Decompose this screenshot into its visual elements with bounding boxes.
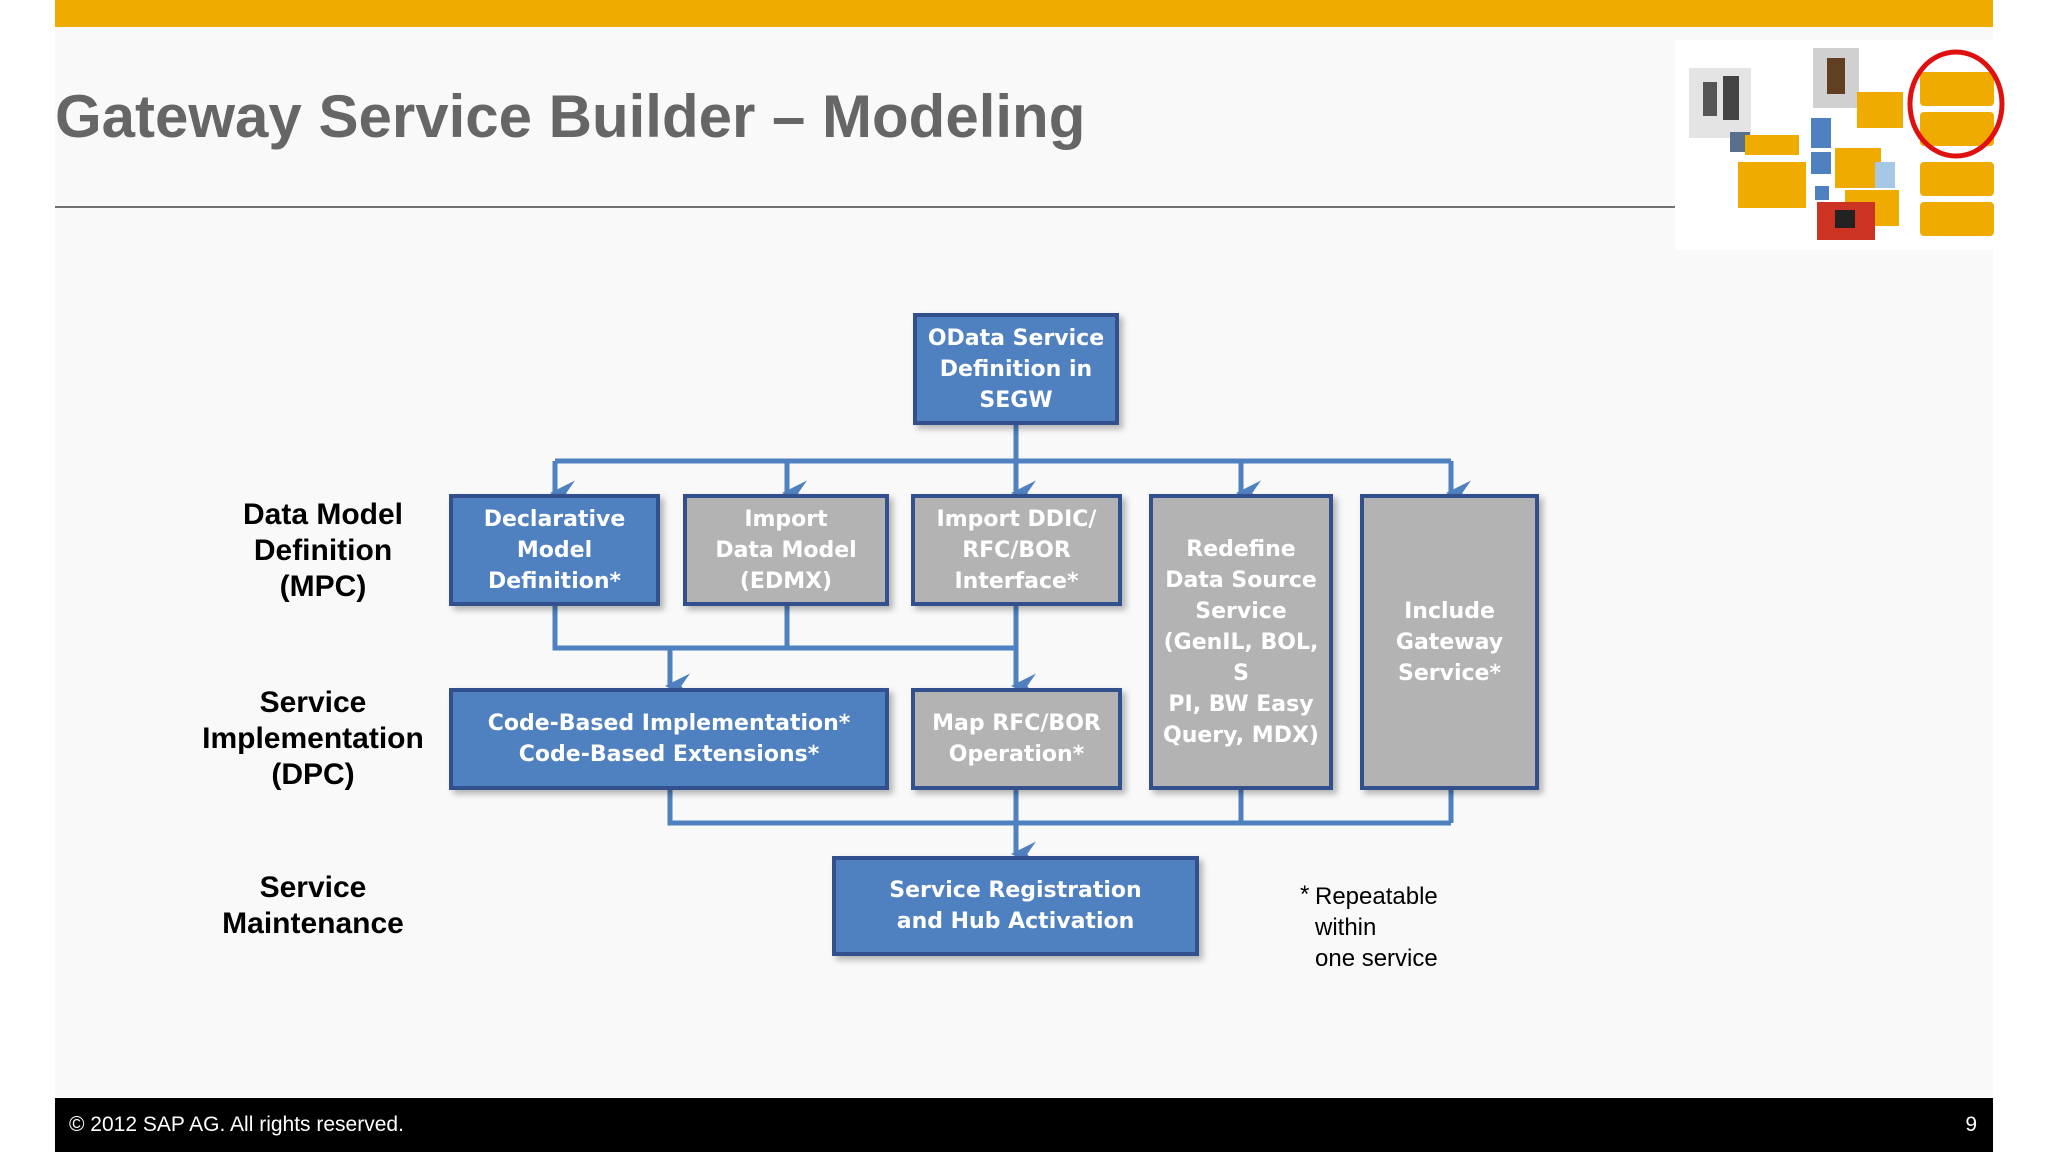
footnote-asterisk: * xyxy=(1300,881,1310,908)
connector-mpc-bus xyxy=(552,605,1016,651)
title-divider xyxy=(55,206,1678,208)
box-service-registration-hub-activation: Service Registration and Hub Activation xyxy=(832,856,1199,956)
row-label-service-maintenance: Service Maintenance xyxy=(222,871,404,940)
box-odata-service-definition: OData Service Definition in SEGW xyxy=(913,313,1119,425)
row-label-data-model-definition: Data Model Definition (MPC) xyxy=(242,498,404,603)
box-include-gateway-service: Include Gateway Service* xyxy=(1360,494,1539,790)
process-overview-thumbnail xyxy=(1675,40,2005,250)
box-declarative-model-definition: Declarative Model Definition* xyxy=(449,494,660,606)
box-import-data-model-edmx: Import Data Model (EDMX) xyxy=(683,494,889,606)
box-redefine-data-source-service: Redefine Data Source Service (GenIL, BOL… xyxy=(1149,494,1333,790)
box-map-rfc-bor-operation: Map RFC/BOR Operation* xyxy=(911,688,1122,790)
box-code-based-implementation: Code-Based Implementation* Code-Based Ex… xyxy=(449,688,889,790)
copyright-notice: © 2012 SAP AG. All rights reserved. xyxy=(69,1113,404,1136)
box-import-ddic-rfc-bor-interface: Import DDIC/ RFC/BOR Interface* xyxy=(911,494,1122,606)
page-number: 9 xyxy=(1965,1113,1977,1136)
connector-dpc-bus xyxy=(667,790,1451,826)
slide-title: Gateway Service Builder – Modeling xyxy=(55,83,1086,150)
footnote-text: Repeatable within one service xyxy=(1315,883,1438,972)
row-label-service-implementation: Service Implementation (DPC) xyxy=(202,686,424,791)
top-accent-bar xyxy=(55,0,1993,27)
slide-footer: © 2012 SAP AG. All rights reserved. 9 xyxy=(55,1098,1993,1152)
